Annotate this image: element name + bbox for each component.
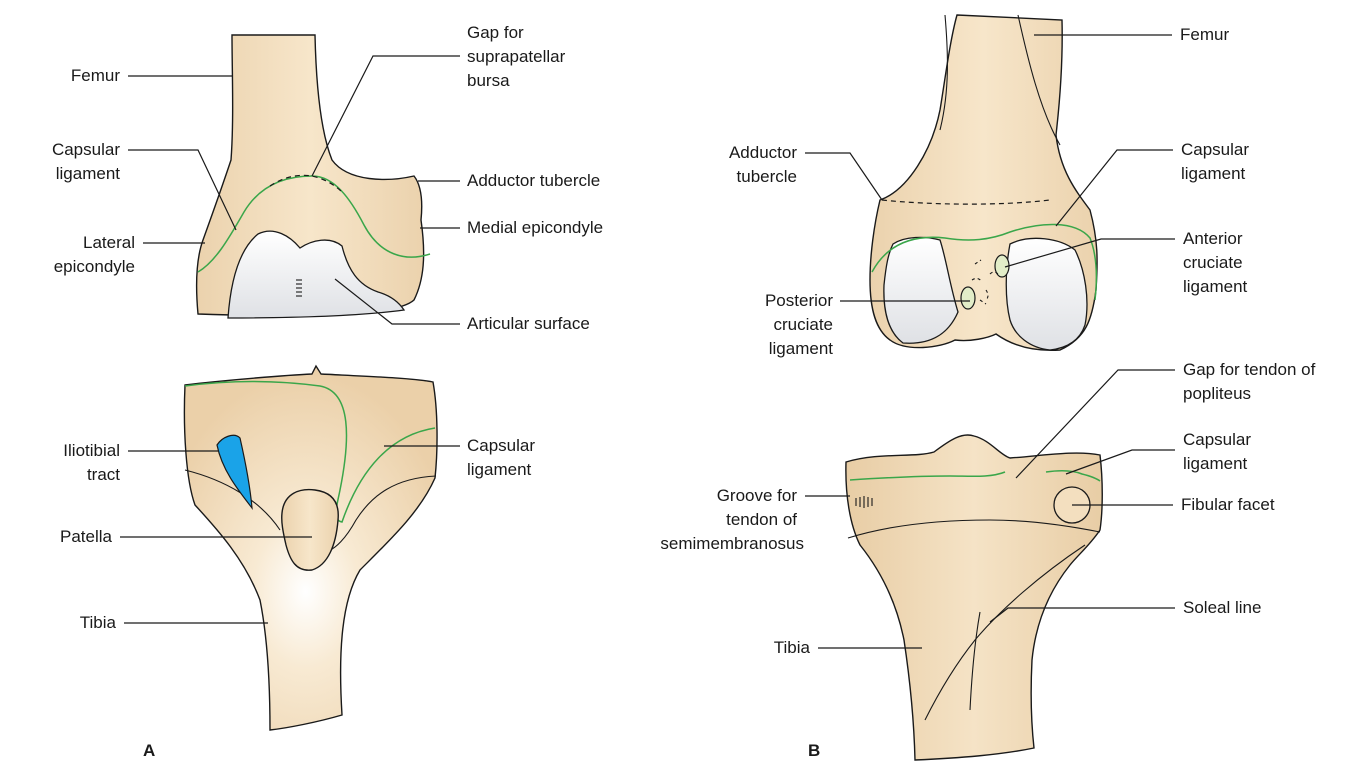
tibia-b (846, 435, 1102, 760)
label-capsular-tibia-a-line1: Capsular (467, 436, 535, 455)
label-adductor-tubercle-a: Adductor tubercle (467, 171, 600, 190)
label-fibular-facet: Fibular facet (1181, 495, 1275, 514)
label-groove-line2: tendon of (726, 510, 797, 529)
label-acl-line1: Anterior (1183, 229, 1243, 248)
label-groove-line3: semimembranosus (660, 534, 804, 553)
label-lateral-epicondyle-line2: epicondyle (54, 257, 135, 276)
label-capsular-a-line2: ligament (56, 164, 121, 183)
label-adductor-b-line1: Adductor (729, 143, 797, 162)
label-capsular-b-line1: Capsular (1181, 140, 1249, 159)
panel-a (120, 35, 460, 730)
label-femur-a: Femur (71, 66, 120, 85)
label-soleal-line: Soleal line (1183, 598, 1261, 617)
label-tibia-b: Tibia (774, 638, 811, 657)
label-gap-suprapatellar-line1: Gap for (467, 23, 524, 42)
label-articular-surface: Articular surface (467, 314, 590, 333)
label-pcl-line3: ligament (769, 339, 834, 358)
label-groove-line1: Groove for (717, 486, 798, 505)
label-acl-line3: ligament (1183, 277, 1248, 296)
label-iliotibial-line2: tract (87, 465, 120, 484)
pcl-attachment (961, 287, 975, 309)
label-capsular-tibia-a-line2: ligament (467, 460, 532, 479)
label-tibia-a: Tibia (80, 613, 117, 632)
label-femur-b: Femur (1180, 25, 1229, 44)
label-gap-popliteus-line1: Gap for tendon of (1183, 360, 1316, 379)
panel-b (805, 15, 1175, 760)
label-capsular-tibia-b-line2: ligament (1183, 454, 1248, 473)
label-capsular-a-line1: Capsular (52, 140, 120, 159)
label-medial-epicondyle: Medial epicondyle (467, 218, 603, 237)
label-gap-popliteus-line2: popliteus (1183, 384, 1251, 403)
label-pcl-line1: Posterior (765, 291, 833, 310)
label-patella: Patella (60, 527, 113, 546)
label-iliotibial-line1: Iliotibial (63, 441, 120, 460)
label-gap-suprapatellar-line3: bursa (467, 71, 510, 90)
label-lateral-epicondyle-line1: Lateral (83, 233, 135, 252)
label-acl-line2: cruciate (1183, 253, 1243, 272)
label-adductor-b-line2: tubercle (737, 167, 797, 186)
panel-letter-a: A (143, 741, 155, 760)
label-capsular-tibia-b-line1: Capsular (1183, 430, 1251, 449)
label-capsular-b-line2: ligament (1181, 164, 1246, 183)
panel-letter-b: B (808, 741, 820, 760)
label-gap-suprapatellar-line2: suprapatellar (467, 47, 566, 66)
label-pcl-line2: cruciate (773, 315, 833, 334)
